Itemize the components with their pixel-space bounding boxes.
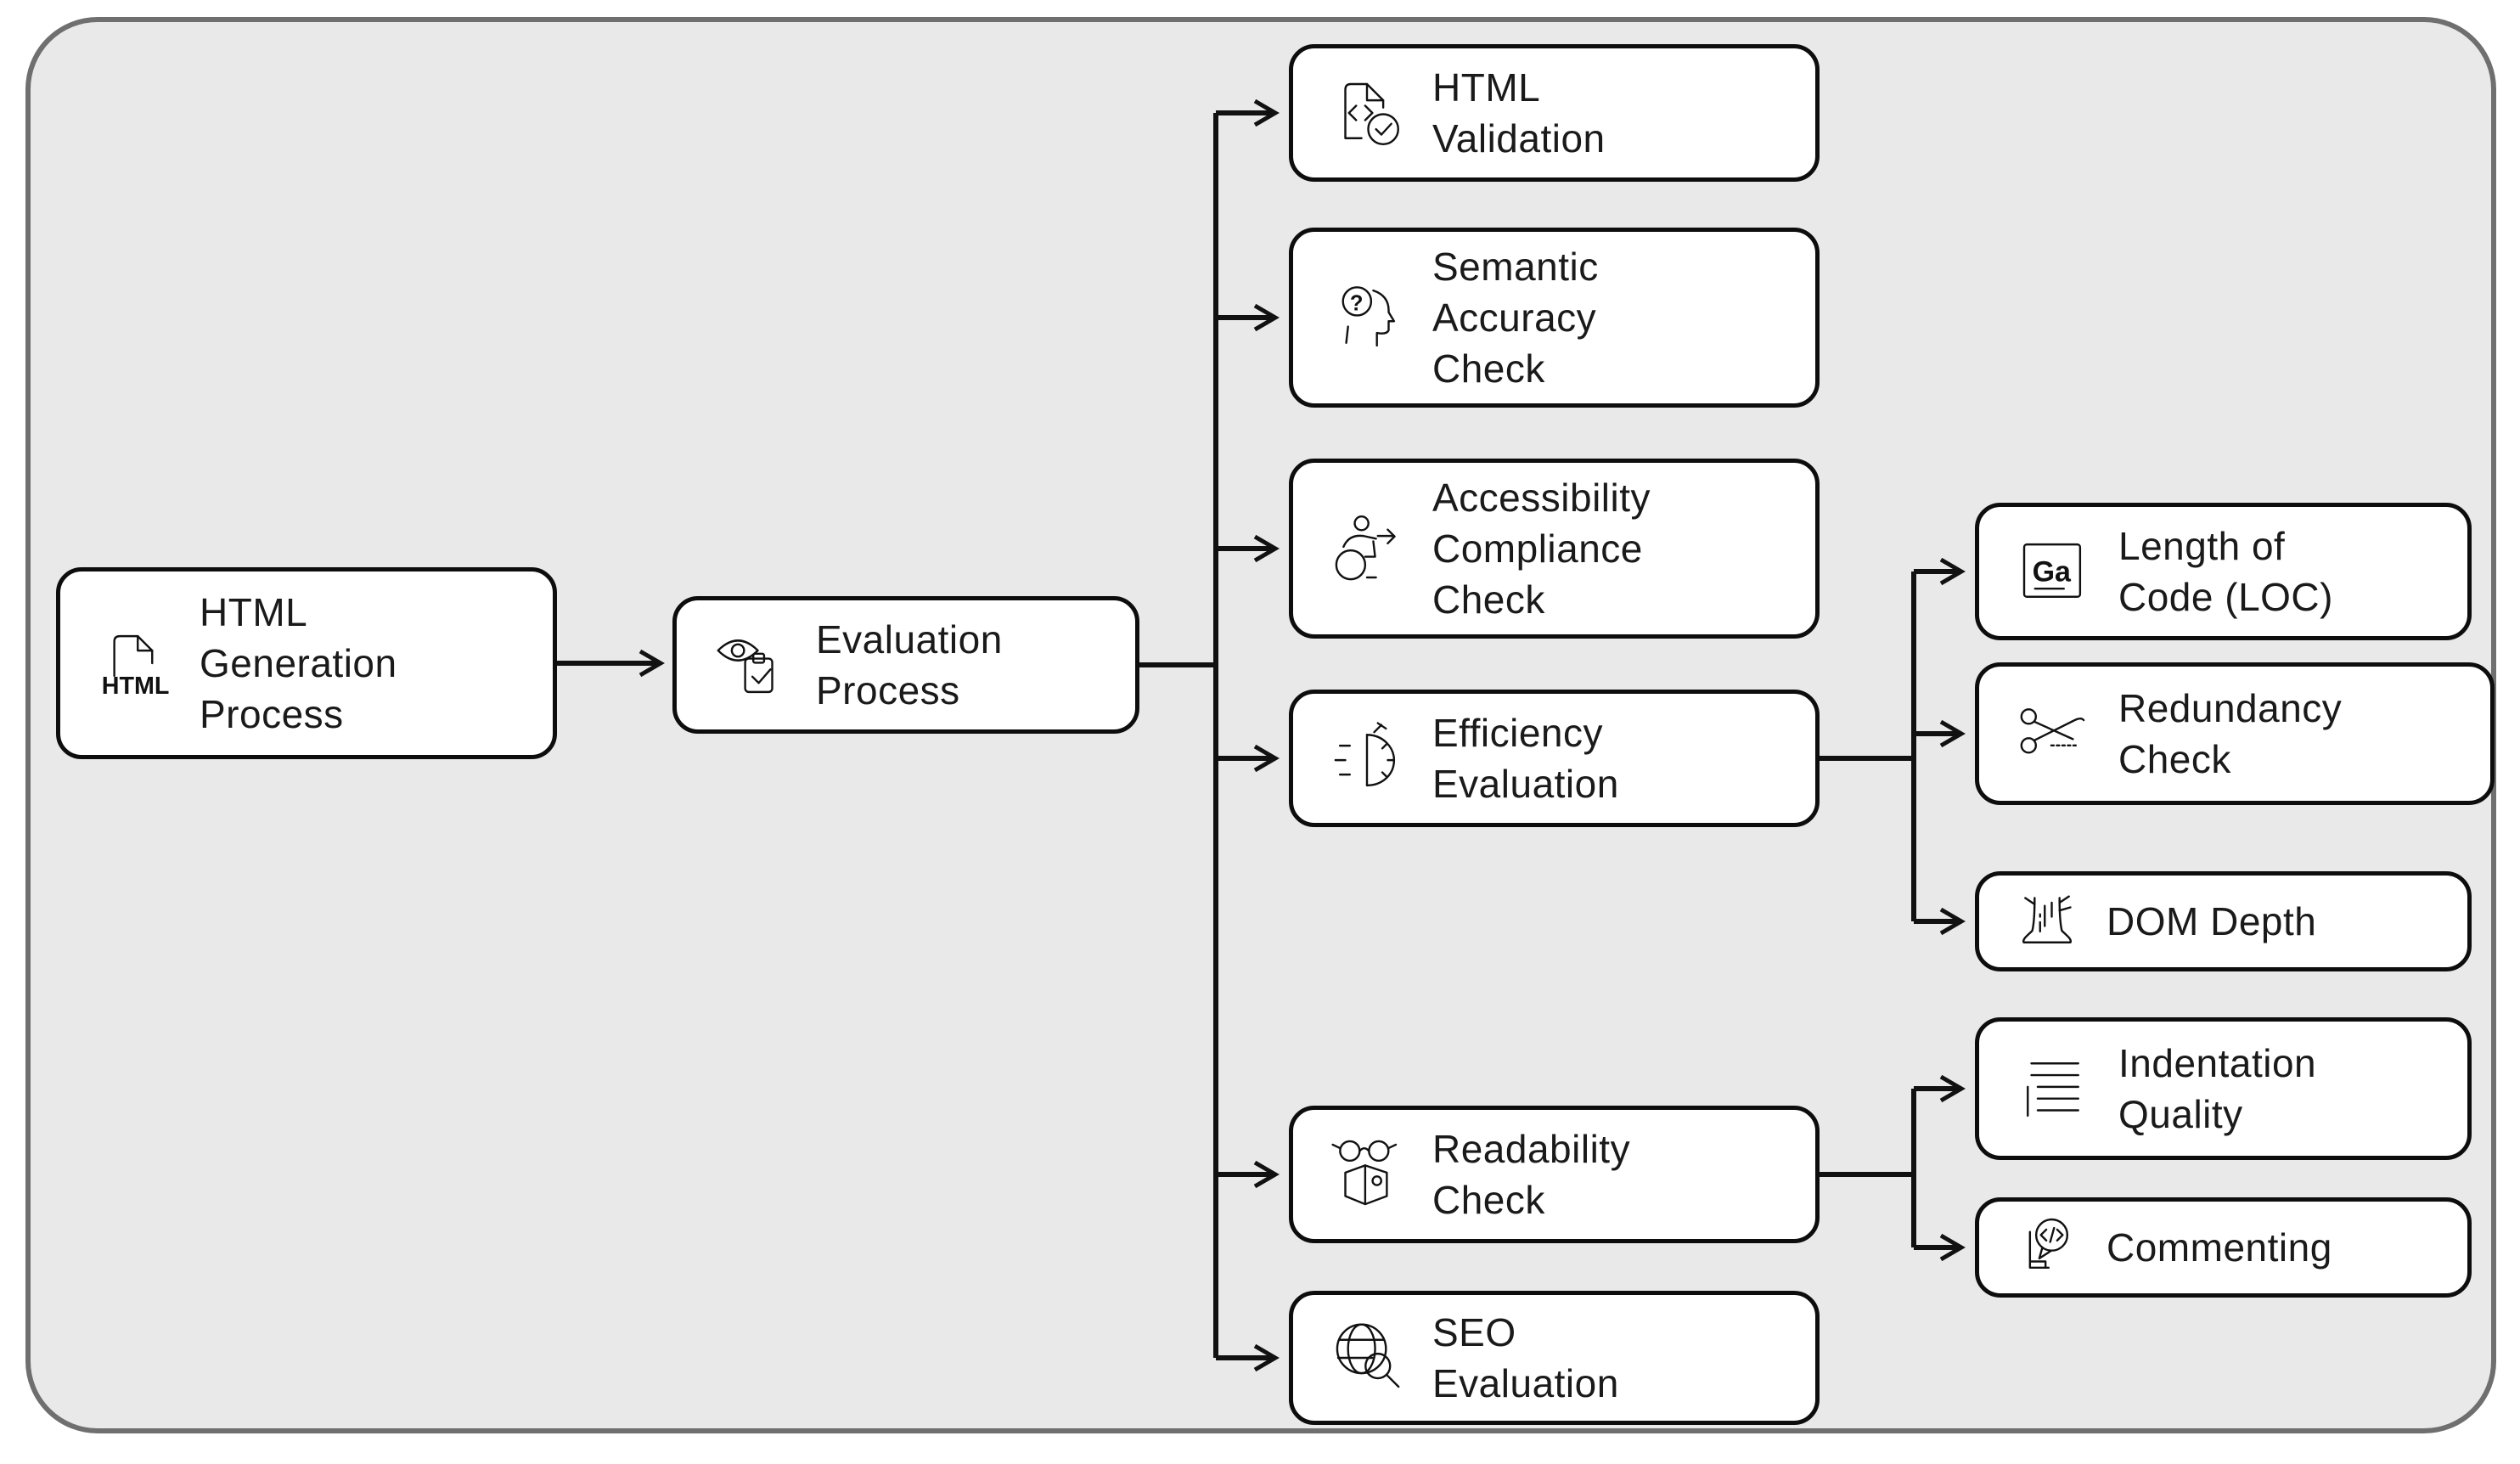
svg-text:Ga: Ga xyxy=(2033,556,2072,588)
label-line: Evaluation xyxy=(816,617,1003,662)
node-label: Length of Code (LOC) xyxy=(2118,521,2333,622)
label-line: DOM Depth xyxy=(2107,899,2317,943)
node-label: Accessibility Compliance Check xyxy=(1432,472,1651,625)
label-line: Redundancy xyxy=(2118,686,2343,730)
node-accessibility-compliance-check: Accessibility Compliance Check xyxy=(1289,459,1820,639)
svg-text:?: ? xyxy=(1350,292,1364,316)
label-line: Validation xyxy=(1432,116,1606,160)
node-dom-depth: DOM Depth xyxy=(1975,871,2472,971)
label-line: Accessibility xyxy=(1432,476,1651,520)
eye-checklist-icon xyxy=(707,622,794,708)
svg-text:HTML: HTML xyxy=(102,673,170,700)
node-label: Evaluation Process xyxy=(816,614,1003,716)
label-line: SEO xyxy=(1432,1310,1516,1354)
indent-lines-icon xyxy=(2010,1045,2096,1132)
node-commenting: Commenting xyxy=(1975,1197,2472,1298)
node-redundancy-check: Redundancy Check xyxy=(1975,662,2495,805)
node-seo-evaluation: SEO Evaluation xyxy=(1289,1291,1820,1425)
node-label: Redundancy Check xyxy=(2118,683,2342,785)
label-line: Quality xyxy=(2118,1092,2243,1136)
node-label: HTML Validation xyxy=(1432,62,1606,164)
label-line: Length of xyxy=(2118,524,2286,568)
label-line: Check xyxy=(1432,577,1545,622)
node-html-generation-process: HTML HTML Generation Process xyxy=(56,567,557,759)
label-line: Generation xyxy=(200,641,397,685)
node-label: HTML Generation Process xyxy=(200,587,397,740)
node-label: Readability Check xyxy=(1432,1123,1630,1225)
node-label: DOM Depth xyxy=(2107,896,2316,947)
label-line: HTML xyxy=(200,590,308,634)
label-line: Accuracy xyxy=(1432,296,1597,340)
label-line: Check xyxy=(2118,737,2231,781)
label-line: Semantic xyxy=(1432,245,1599,289)
node-html-validation: HTML Validation xyxy=(1289,44,1820,182)
node-efficiency-evaluation: Efficiency Evaluation xyxy=(1289,690,1820,827)
wheelchair-arrow-icon xyxy=(1324,505,1410,592)
node-label: Indentation Quality xyxy=(2118,1038,2316,1140)
font-size-box-icon: Ga xyxy=(2010,528,2096,615)
node-semantic-accuracy-check: ? Semantic Accuracy Check xyxy=(1289,228,1820,408)
html-file-icon: HTML xyxy=(102,620,170,700)
code-file-check-icon xyxy=(1324,70,1410,156)
label-line: Code (LOC) xyxy=(2118,575,2333,619)
node-readability-check: Readability Check xyxy=(1289,1106,1820,1243)
label-line: Check xyxy=(1432,1178,1545,1222)
node-label: Efficiency Evaluation xyxy=(1432,707,1619,809)
glasses-book-icon xyxy=(1324,1131,1410,1218)
label-line: Evaluation xyxy=(1432,1361,1619,1405)
stopwatch-icon xyxy=(1324,715,1410,802)
label-line: Process xyxy=(816,668,960,712)
node-label: SEO Evaluation xyxy=(1432,1307,1619,1409)
node-length-of-code: Ga Length of Code (LOC) xyxy=(1975,503,2472,640)
label-line: Indentation xyxy=(2118,1041,2317,1085)
label-line: Readability xyxy=(1432,1127,1631,1171)
tree-trunk-icon xyxy=(2010,884,2084,959)
scissors-icon xyxy=(2010,690,2096,777)
globe-search-icon xyxy=(1324,1315,1410,1401)
label-line: HTML xyxy=(1432,65,1541,110)
head-question-icon: ? xyxy=(1324,274,1410,361)
label-line: Compliance xyxy=(1432,526,1643,571)
label-line: Commenting xyxy=(2107,1225,2332,1270)
label-line: Check xyxy=(1432,346,1545,391)
node-label: Semantic Accuracy Check xyxy=(1432,241,1599,394)
node-evaluation-process: Evaluation Process xyxy=(672,596,1139,734)
node-indentation-quality: Indentation Quality xyxy=(1975,1017,2472,1160)
node-label: Commenting xyxy=(2107,1222,2332,1273)
label-line: Efficiency xyxy=(1432,711,1604,755)
label-line: Evaluation xyxy=(1432,762,1619,806)
label-line: Process xyxy=(200,692,344,736)
code-comment-icon xyxy=(2010,1210,2084,1285)
